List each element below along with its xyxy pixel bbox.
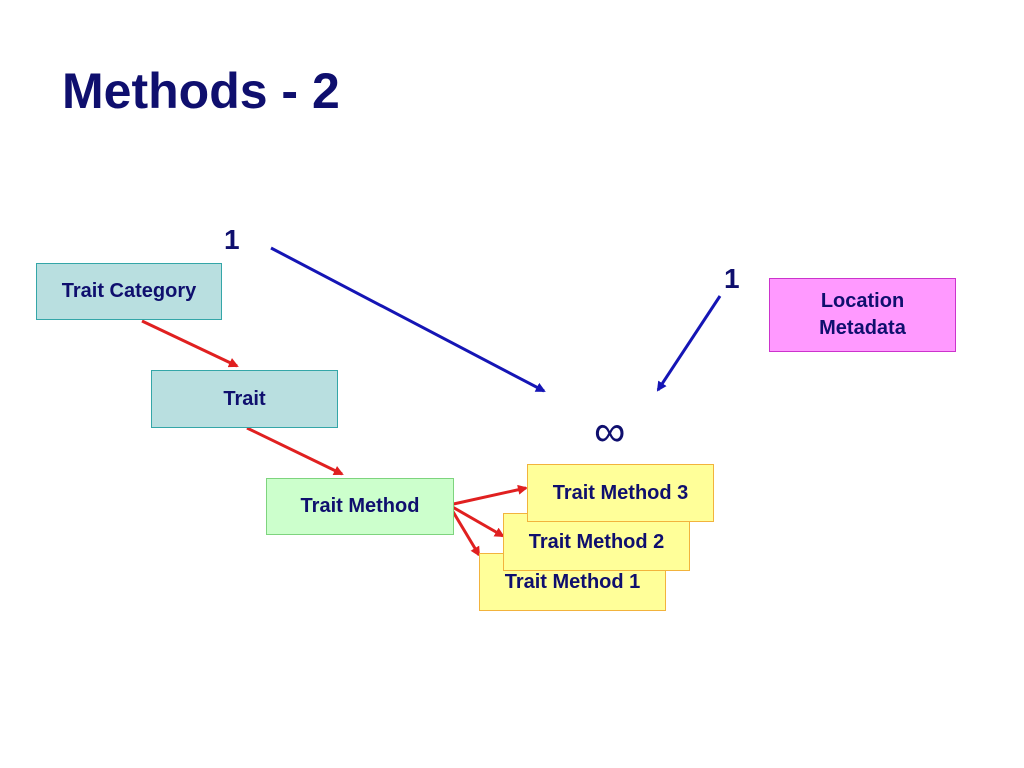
trait-method-2-box: Trait Method 2 [503,513,690,571]
trait-method-3-label: Trait Method 3 [552,481,689,504]
method-to-method3-arrow [448,484,528,507]
many-cardinality-symbol: ∞ [594,407,626,456]
trait-box: Trait [151,370,338,428]
trait-method-1-label: Trait Method 1 [504,570,641,593]
left-one-cardinality: 1 [224,224,240,255]
method-to-method2-arrow [448,503,505,538]
trait-category-label: Trait Category [61,280,197,302]
right-one-cardinality: 1 [724,263,740,294]
slide-title: Methods - 2 [62,63,340,119]
method-to-method1-arrow [447,504,481,557]
location-metadata-label-line2: Metadata [819,317,906,339]
category-to-trait-arrow [141,319,239,368]
location-metadata-box: Location Metadata [769,278,956,352]
trait-method-box: Trait Method [266,478,454,535]
left-one-to-many-arrow [270,246,546,393]
trait-category-box: Trait Category [36,263,222,320]
trait-method-3-box: Trait Method 3 [527,464,714,522]
trait-label: Trait [223,387,266,410]
location-metadata-label-line1: Location [820,290,905,312]
trait-method-label: Trait Method [300,495,420,517]
trait-method-2-label: Trait Method 2 [528,530,665,553]
right-one-to-many-arrow [656,295,722,392]
trait-to-method-arrow [246,426,344,476]
